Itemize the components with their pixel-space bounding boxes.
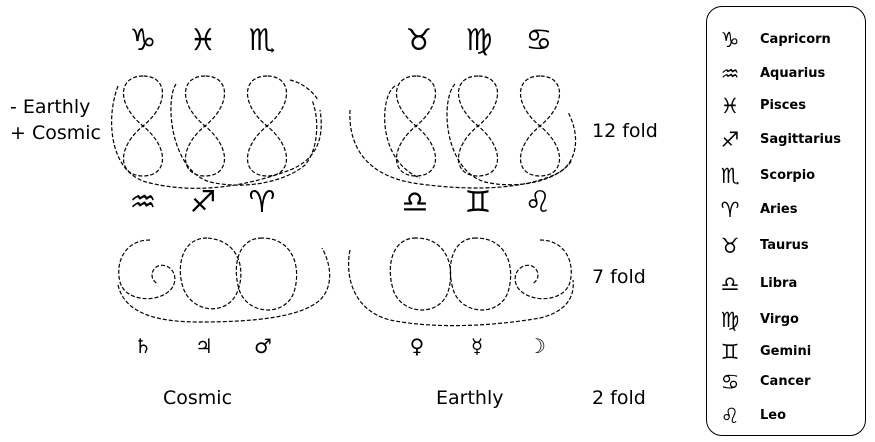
loop7-left-2 bbox=[180, 238, 241, 309]
loop7-left-3 bbox=[236, 238, 296, 310]
cosmic-label: Cosmic bbox=[163, 387, 232, 409]
loop7-left-sweep bbox=[118, 248, 330, 322]
aries-icon: ♈ bbox=[715, 195, 745, 225]
sagittarius-icon: ♐ bbox=[715, 125, 745, 155]
fold-12-label: 12 fold bbox=[592, 120, 658, 142]
earthly-minus-label: - Earthly bbox=[10, 96, 90, 118]
legend-item-scorpio: ♏ Scorpio bbox=[707, 161, 867, 191]
taurus-symbol: ♉ bbox=[397, 26, 441, 56]
legend-item-capricorn: ♑ Capricorn bbox=[707, 25, 867, 55]
aquarius-icon: ♒ bbox=[715, 59, 745, 89]
saturn-symbol: ♄ bbox=[127, 336, 159, 356]
moon-symbol: ☽ bbox=[521, 336, 553, 356]
legend-item-cancer: ♋ Cancer bbox=[707, 367, 867, 397]
cosmic-plus-label: + Cosmic bbox=[10, 122, 101, 144]
aquarius-symbol: ♒ bbox=[121, 188, 165, 218]
loop7-right-2 bbox=[450, 238, 510, 310]
lemniscate-right-2 bbox=[458, 76, 497, 176]
lemniscate-left-3 bbox=[247, 76, 286, 176]
libra-symbol: ♎ bbox=[393, 188, 437, 218]
legend-label: Capricorn bbox=[760, 25, 831, 55]
loop7-left-1 bbox=[119, 240, 175, 299]
libra-icon: ♎ bbox=[715, 269, 745, 299]
pisces-icon: ♓ bbox=[715, 91, 745, 121]
loop7-right-1 bbox=[390, 238, 450, 310]
legend-label: Aquarius bbox=[760, 59, 825, 89]
lemniscate-left-2 bbox=[185, 76, 224, 176]
legend-label: Libra bbox=[760, 269, 797, 299]
legend-label: Virgo bbox=[760, 305, 799, 335]
fold-2-label: 2 fold bbox=[592, 387, 646, 409]
legend-item-aries: ♈ Aries bbox=[707, 195, 867, 225]
earthly-label: Earthly bbox=[436, 387, 503, 409]
legend-item-gemini: ♊ Gemini bbox=[707, 337, 867, 367]
outer-loop-left-2 bbox=[171, 84, 317, 185]
legend-item-leo: ♌ Leo bbox=[707, 401, 867, 431]
capricorn-icon: ♑ bbox=[715, 25, 745, 55]
outer-loop-right-2 bbox=[447, 84, 572, 185]
virgo-symbol: ♍ bbox=[457, 26, 501, 56]
loop7-right-3 bbox=[515, 240, 571, 299]
legend-item-libra: ♎ Libra bbox=[707, 269, 867, 299]
gemini-icon: ♊ bbox=[715, 337, 745, 367]
legend-item-aquarius: ♒ Aquarius bbox=[707, 59, 867, 89]
legend-item-sagittarius: ♐ Sagittarius bbox=[707, 125, 867, 155]
fold-7-label: 7 fold bbox=[592, 266, 646, 288]
jupiter-symbol: ♃ bbox=[188, 336, 220, 356]
legend-item-pisces: ♓ Pisces bbox=[707, 91, 867, 121]
legend-label: Aries bbox=[760, 195, 797, 225]
legend-label: Gemini bbox=[760, 337, 811, 367]
legend-label: Scorpio bbox=[760, 161, 815, 191]
gemini-symbol: ♊ bbox=[456, 188, 500, 218]
mars-symbol: ♂ bbox=[247, 336, 279, 356]
cancer-symbol: ♋ bbox=[517, 26, 561, 56]
venus-symbol: ♀ bbox=[401, 336, 433, 356]
legend-label: Pisces bbox=[760, 91, 806, 121]
legend-label: Sagittarius bbox=[760, 125, 841, 155]
aries-symbol: ♈ bbox=[240, 188, 284, 218]
lemniscate-right-3 bbox=[520, 76, 559, 176]
outer-loop-right bbox=[350, 86, 576, 188]
leo-icon: ♌ bbox=[715, 401, 745, 431]
pisces-symbol: ♓ bbox=[181, 26, 225, 56]
legend-item-virgo: ♍ Virgo bbox=[707, 305, 867, 335]
virgo-icon: ♍ bbox=[715, 305, 745, 335]
scorpio-icon: ♏ bbox=[715, 161, 745, 191]
capricorn-symbol: ♑ bbox=[121, 26, 165, 56]
legend-label: Cancer bbox=[760, 367, 811, 397]
scorpio-symbol: ♏ bbox=[240, 26, 284, 56]
sagittarius-symbol: ♐ bbox=[181, 188, 225, 218]
outer-loop-left bbox=[112, 80, 322, 188]
lemniscate-right-1 bbox=[396, 76, 435, 176]
legend-label: Leo bbox=[760, 401, 786, 431]
legend-label: Taurus bbox=[760, 231, 809, 261]
taurus-icon: ♉ bbox=[715, 231, 745, 261]
cancer-icon: ♋ bbox=[715, 367, 745, 397]
lemniscate-left-1 bbox=[123, 76, 162, 176]
loop7-right-sweep bbox=[349, 250, 574, 326]
leo-symbol: ♌ bbox=[516, 188, 560, 218]
zodiac-legend: ♑ Capricorn ♒ Aquarius ♓ Pisces ♐ Sagitt… bbox=[706, 6, 866, 436]
legend-item-taurus: ♉ Taurus bbox=[707, 231, 867, 261]
mercury-symbol: ☿ bbox=[461, 336, 493, 356]
